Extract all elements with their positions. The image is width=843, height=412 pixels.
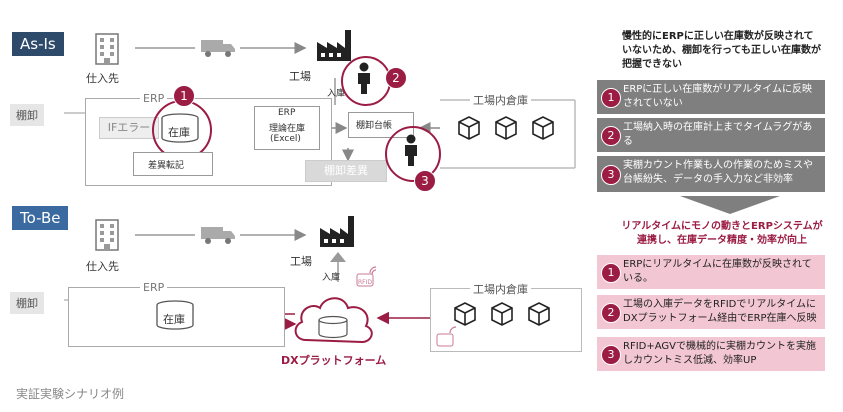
asis-note-2-num: 2 xyxy=(601,126,621,146)
inventory-diff-box: 棚卸差異 xyxy=(305,160,387,182)
asis-note-2: 2 工場納入時の在庫計上までタイムラグがある xyxy=(597,118,825,152)
database-icon xyxy=(160,113,200,147)
marker-2: 2 xyxy=(385,67,407,89)
diff-record-box xyxy=(133,152,213,176)
rfid-label: RFID xyxy=(358,279,373,286)
ledger-label: 棚卸台帳 xyxy=(356,121,393,131)
rfid-icon xyxy=(356,266,380,288)
building-icon xyxy=(92,30,122,70)
tobe-note-3-num: 3 xyxy=(601,345,621,365)
asis-note-1: 1 ERPに正しい在庫数がリアルタイムに反映されていない xyxy=(597,80,825,114)
person-circle-2 xyxy=(385,126,441,182)
tobe-building-icon xyxy=(92,216,122,256)
tobe-factory-label: 工場 xyxy=(290,255,312,268)
asis-factory-label: 工場 xyxy=(289,70,311,83)
erp-theory-line2: 理論在庫 xyxy=(269,124,306,134)
tobe-note-1-num: 1 xyxy=(601,263,621,283)
asis-tag: As-Is xyxy=(12,32,64,56)
dx-platform-label: DXプラットフォーム xyxy=(281,354,387,367)
tobe-box-icon xyxy=(452,300,562,332)
if-error-label: IFエラー xyxy=(99,117,159,139)
marker-1: 1 xyxy=(173,85,195,107)
person-icon-2 xyxy=(402,134,420,170)
tobe-stock-label: 在庫 xyxy=(163,313,185,326)
tobe-erp-title: ERP xyxy=(140,281,168,294)
tobe-database-icon xyxy=(155,300,195,334)
asis-stock-label: 在庫 xyxy=(168,126,190,139)
box-icon xyxy=(456,114,566,146)
tobe-note-3: 3 RFID+AGVで機械的に実棚カウントを実施しカウントミス低減、効率UP xyxy=(597,337,825,371)
asis-erp-title: ERP xyxy=(140,92,168,105)
asis-supplier-label: 仕入先 xyxy=(86,72,119,85)
tobe-heading: リアルタイムにモノの動きとERPシステムが連携し、在庫データ精度・効率が向上 xyxy=(621,221,823,246)
asis-note-3-text: 実棚カウント作業も人の作業のためミスや台帳紛失、データの手入力など非効率 xyxy=(623,160,813,185)
cloud-icon xyxy=(288,286,378,354)
asis-warehouse-label: 工場内倉庫 xyxy=(470,92,531,108)
erp-theory-line3: (Excel) xyxy=(270,134,301,144)
erp-theory-box xyxy=(254,106,320,150)
marker-3: 3 xyxy=(414,170,436,192)
tobe-note-1: 1 ERPにリアルタイムに在庫数が反映されている。 xyxy=(597,255,825,289)
asis-side-label: 棚卸 xyxy=(10,104,44,126)
tobe-truck-icon xyxy=(200,225,236,249)
tobe-supplier-label: 仕入先 xyxy=(86,260,119,273)
tobe-side-label: 棚卸 xyxy=(10,292,44,314)
tobe-note-2-text: 工場の入庫データをRFIDでリアルタイムにDXプラットフォーム経由でERP在庫へ… xyxy=(623,299,817,324)
tobe-note-2-num: 2 xyxy=(601,303,621,323)
tobe-note-2: 2 工場の入庫データをRFIDでリアルタイムにDXプラットフォーム経由でERP在… xyxy=(597,295,825,329)
asis-heading: 慢性的にERPに正しい在庫数が反映されていないため、棚卸を行っても正しい在庫数が… xyxy=(622,31,821,70)
asis-note-1-text: ERPに正しい在庫数がリアルタイムに反映されていない xyxy=(623,84,812,109)
tobe-note-1-text: ERPにリアルタイムに在庫数が反映されている。 xyxy=(623,259,812,284)
diff-record-label: 差異転記 xyxy=(148,161,185,171)
figure-caption: 実証実験シナリオ例 xyxy=(16,387,125,401)
asis-note-3: 3 実棚カウント作業も人の作業のためミスや台帳紛失、データの手入力など非効率 xyxy=(597,156,825,192)
erp-theory-line1: ERP xyxy=(278,108,296,118)
person-icon xyxy=(355,62,373,98)
truck-icon xyxy=(200,38,236,62)
factory-icon xyxy=(315,28,355,66)
tobe-note-3-text: RFID+AGVで機械的に実棚カウントを実施しカウントミス低減、効率UP xyxy=(623,341,816,366)
asis-note-2-text: 工場納入時の在庫計上までタイムラグがある xyxy=(623,122,813,147)
tobe-rfid-icon xyxy=(436,326,460,348)
tobe-warehouse-label: 工場内倉庫 xyxy=(470,281,531,297)
asis-note-3-num: 3 xyxy=(601,165,621,185)
tobe-factory-icon xyxy=(318,214,358,252)
tobe-receiving-label: 入庫 xyxy=(322,273,341,283)
tobe-tag: To-Be xyxy=(12,206,69,230)
asis-receiving-label: 入庫 xyxy=(327,89,346,99)
asis-note-1-num: 1 xyxy=(601,88,621,108)
